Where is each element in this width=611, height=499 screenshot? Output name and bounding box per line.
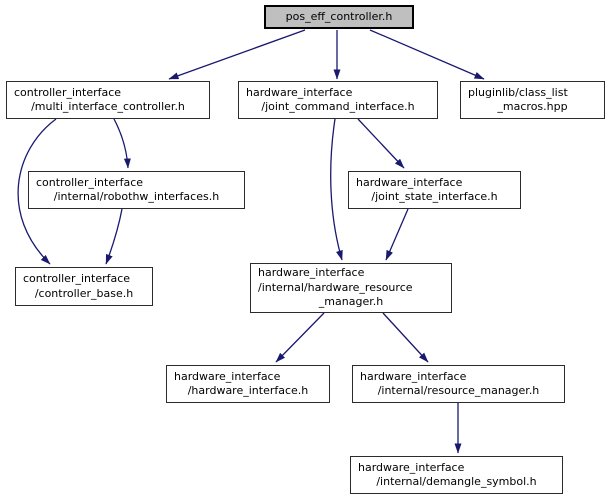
- edge-multi-interface-controller-to-controller-base: [17, 118, 57, 265]
- graph-node-pos-eff-controller: pos_eff_controller.h: [264, 5, 414, 29]
- node-label-line: pluginlib/class_list: [468, 85, 568, 99]
- node-label-line: controller_interface: [36, 175, 144, 189]
- edge-hardware-resource-manager-to-resource-manager: [382, 312, 429, 363]
- edge-pos-eff-controller-to-multi-interface-controller: [168, 29, 306, 80]
- graph-node-controller-base[interactable]: controller_interface/controller_base.h: [15, 267, 153, 306]
- node-label-line: hardware_interface: [174, 369, 281, 383]
- node-label-line: /multi_interface_controller.h: [31, 100, 185, 113]
- node-label-line: hardware_interface: [356, 175, 463, 189]
- node-label-line: /joint_state_interface.h: [371, 190, 498, 203]
- node-label-line: /internal/demangle_symbol.h: [376, 475, 537, 488]
- graph-node-hardware-interface[interactable]: hardware_interface/hardware_interface.h: [166, 365, 330, 403]
- node-label-line: _manager.h: [318, 295, 384, 309]
- graph-node-joint-state-interface[interactable]: hardware_interface/joint_state_interface…: [348, 171, 521, 209]
- node-label-line: controller_interface: [23, 272, 131, 285]
- node-label-line: pos_eff_controller.h: [285, 9, 393, 23]
- node-label-line: /internal/resource_manager.h: [377, 384, 540, 397]
- node-label-line: hardware_interface: [358, 460, 465, 474]
- edge-joint-state-interface-to-hardware-resource-manager: [385, 208, 409, 261]
- node-label-line: hardware_interface: [246, 85, 353, 99]
- node-label-line: hardware_interface: [360, 369, 467, 383]
- edge-multi-interface-controller-to-robothw-interfaces: [113, 118, 131, 169]
- node-label-line: _macros.hpp: [497, 100, 568, 113]
- node-label-line: /internal/robothw_interfaces.h: [53, 190, 220, 203]
- node-label-line: /controller_base.h: [34, 286, 134, 300]
- graph-node-robothw-interfaces[interactable]: controller_interface/internal/robothw_in…: [28, 171, 245, 209]
- edge-hardware-resource-manager-to-hardware-interface: [275, 312, 325, 363]
- graph-node-demangle-symbol[interactable]: hardware_interface/internal/demangle_sym…: [350, 456, 563, 494]
- graph-node-hardware-resource-manager[interactable]: hardware_interface/internal/hardware_res…: [250, 263, 452, 313]
- edge-pos-eff-controller-to-class-list-macros: [369, 29, 485, 80]
- node-label-line: hardware_interface: [258, 266, 365, 280]
- node-label-line: /hardware_interface.h: [187, 384, 309, 397]
- graph-node-joint-command-interface[interactable]: hardware_interface/joint_command_interfa…: [238, 81, 438, 119]
- node-label-line: controller_interface: [14, 85, 122, 99]
- node-label-line: /joint_command_interface.h: [261, 100, 415, 113]
- graph-node-multi-interface-controller[interactable]: controller_interface/multi_interface_con…: [6, 81, 210, 119]
- edge-joint-command-interface-to-hardware-resource-manager: [330, 118, 343, 261]
- graph-node-resource-manager[interactable]: hardware_interface/internal/resource_man…: [352, 365, 565, 403]
- edge-joint-command-interface-to-joint-state-interface: [357, 118, 405, 169]
- edge-robothw-interfaces-to-controller-base: [105, 208, 123, 265]
- graph-node-class-list-macros[interactable]: pluginlib/class_list_macros.hpp: [460, 81, 605, 119]
- node-label-line: /internal/hardware_resource: [258, 280, 413, 294]
